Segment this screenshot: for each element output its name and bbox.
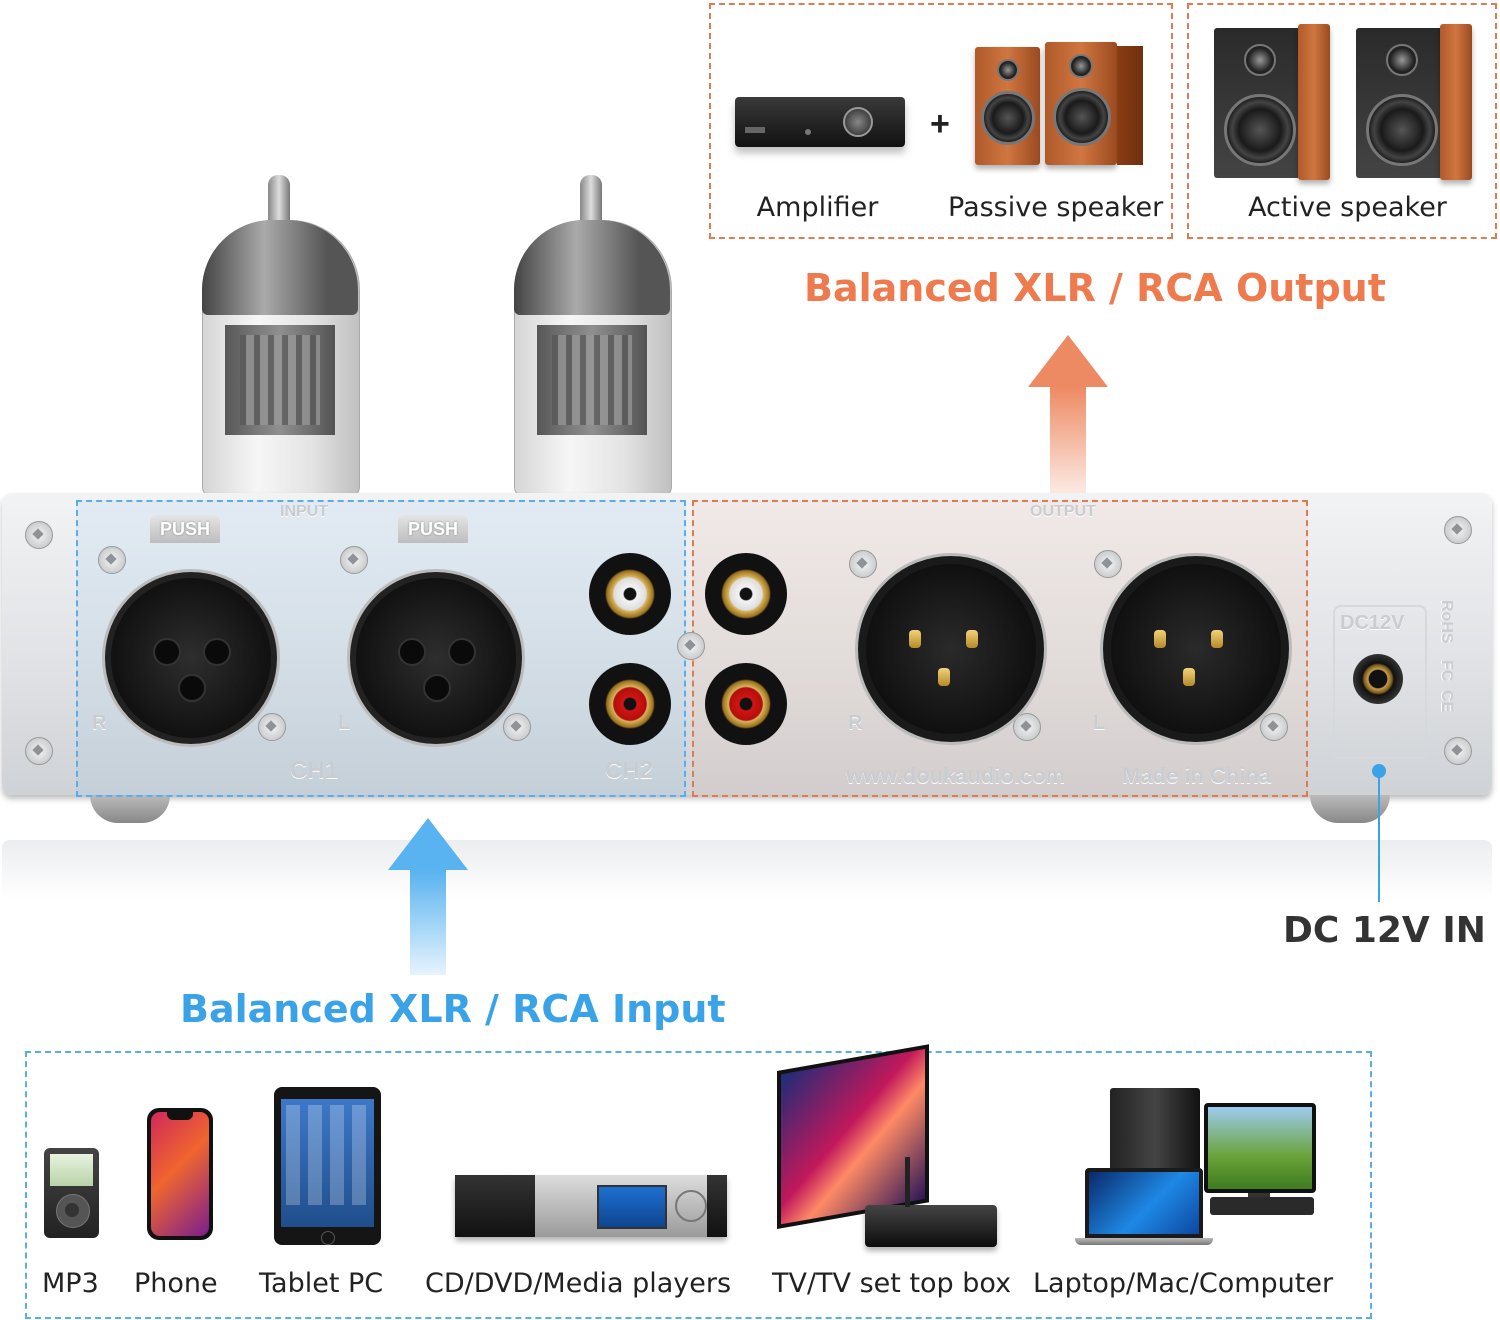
input-r-marker: R — [92, 712, 107, 734]
xlr-output-right[interactable] — [1103, 556, 1289, 742]
mp3-player-icon — [44, 1148, 99, 1238]
screw-icon — [1260, 713, 1288, 741]
tablet-icon — [274, 1087, 381, 1245]
ch1-label: CH1 — [290, 757, 339, 784]
screw-icon — [849, 550, 877, 578]
amplifier-icon — [735, 97, 905, 147]
output-l-marker: L — [1093, 712, 1106, 734]
computer-label: Laptop/Mac/Computer — [1033, 1268, 1334, 1299]
input-l-marker: L — [338, 712, 351, 734]
push-latch-left[interactable]: PUSH — [150, 515, 220, 543]
amplifier-label: Amplifier — [756, 192, 879, 223]
screw-icon — [1094, 550, 1122, 578]
vacuum-tube-left — [200, 175, 360, 497]
keyboard-icon — [1210, 1197, 1314, 1215]
tablet-label: Tablet PC — [259, 1268, 384, 1299]
rca-input-white[interactable] — [589, 553, 671, 635]
screw-icon — [98, 546, 126, 574]
active-speaker-icon — [1210, 24, 1475, 184]
output-devices-box — [709, 3, 1173, 239]
media-player-label: CD/DVD/Media players — [425, 1268, 732, 1299]
xlr-input-left[interactable] — [105, 572, 277, 744]
antenna — [905, 1157, 910, 1207]
media-player-icon — [455, 1175, 727, 1237]
dc-callout-dot — [1372, 764, 1386, 778]
screw-icon — [25, 521, 53, 549]
ch2-label: CH2 — [605, 757, 654, 784]
screw-icon — [25, 737, 53, 765]
panel-reflection — [2, 840, 1492, 900]
vacuum-tube-right — [512, 175, 672, 497]
website-engraving: www.doukaudio.com — [846, 763, 1066, 788]
laptop-icon — [1085, 1168, 1203, 1238]
ce-mark: CE — [1438, 690, 1455, 713]
rca-input-red[interactable] — [589, 663, 671, 745]
active-speaker-box — [1187, 3, 1497, 239]
screw-icon — [1444, 737, 1472, 765]
phone-label: Phone — [134, 1268, 218, 1299]
dc-12v-in-label: DC 12V IN — [1283, 910, 1486, 951]
dc-callout-line — [1378, 776, 1380, 902]
monitor-icon — [1204, 1103, 1316, 1193]
made-in-engraving: Made in China — [1122, 763, 1272, 788]
fc-mark: FC — [1438, 660, 1455, 682]
output-arrow-icon — [1028, 335, 1108, 497]
dc-power-jack[interactable] — [1353, 654, 1403, 704]
screw-icon — [503, 713, 531, 741]
input-heading: Balanced XLR / RCA Input — [180, 987, 726, 1031]
foot-right — [1310, 795, 1390, 823]
passive-speaker-icon — [975, 42, 1145, 167]
rohs-mark: RoHS — [1438, 600, 1455, 644]
screw-icon — [1013, 713, 1041, 741]
phone-icon — [147, 1108, 213, 1240]
screw-icon — [258, 713, 286, 741]
input-devices-box — [25, 1051, 1372, 1319]
active-speaker-label: Active speaker — [1248, 192, 1447, 223]
passive-speaker-label: Passive speaker — [948, 192, 1164, 223]
rca-output-white[interactable] — [705, 553, 787, 635]
rca-output-red[interactable] — [705, 663, 787, 745]
screw-icon — [340, 546, 368, 574]
xlr-output-left[interactable] — [858, 556, 1044, 742]
xlr-input-right[interactable] — [350, 572, 522, 744]
laptop-base — [1075, 1238, 1213, 1245]
mp3-label: MP3 — [42, 1268, 99, 1299]
push-latch-right[interactable]: PUSH — [398, 515, 468, 543]
input-engraving: INPUT — [280, 503, 328, 520]
dc-jack-plate — [1333, 605, 1427, 759]
tv-label: TV/TV set top box — [772, 1268, 1012, 1299]
screw-icon — [677, 632, 705, 660]
output-heading: Balanced XLR / RCA Output — [804, 266, 1386, 310]
output-r-marker: R — [848, 712, 863, 734]
dc-engraving: DC12V — [1340, 612, 1405, 634]
foot-left — [90, 795, 170, 823]
input-arrow-icon — [388, 818, 468, 975]
plus-sign: + — [930, 105, 950, 143]
set-top-box-icon — [865, 1205, 997, 1247]
screw-icon — [1444, 516, 1472, 544]
output-engraving: OUTPUT — [1030, 503, 1096, 520]
